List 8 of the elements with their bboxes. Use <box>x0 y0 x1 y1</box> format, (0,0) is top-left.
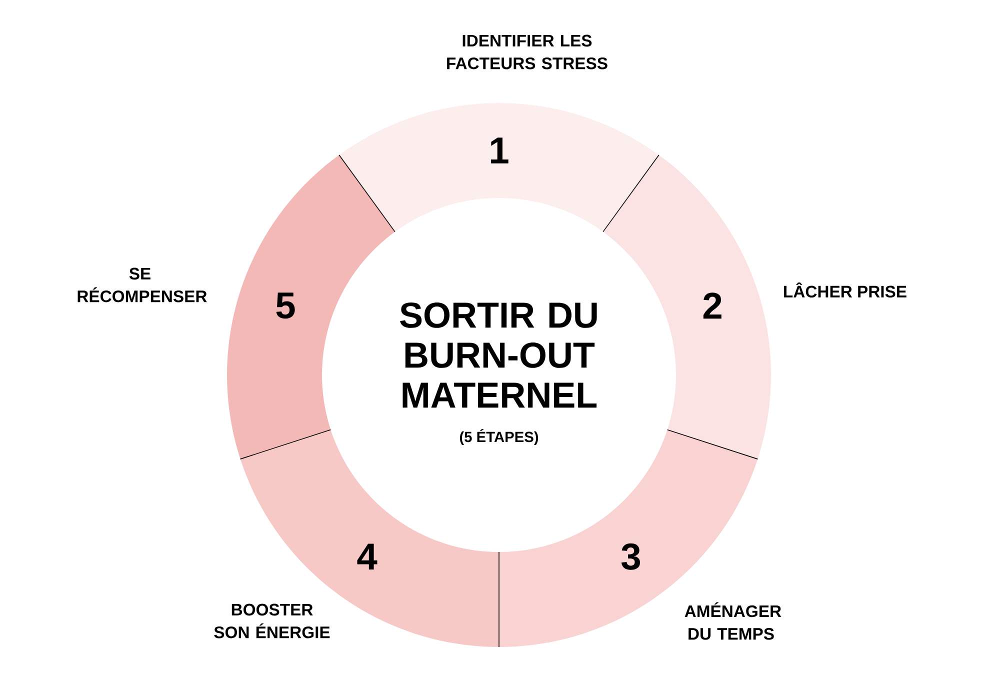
step-label: LÂCHER PRISE <box>784 282 906 298</box>
center-title: SORTIR DU BURN-OUT MATERNEL <box>400 302 597 408</box>
step-label: IDENTIFIER LES FACTEURS STRESS <box>447 34 608 70</box>
ring-segment: 5 <box>227 154 395 460</box>
ring-segment: 1 <box>339 103 659 232</box>
step-label: SE RÉCOMPENSER <box>78 268 207 302</box>
ring-segment: 2 <box>603 154 771 460</box>
step-label: AMÉNAGER DU TEMPS <box>684 602 782 640</box>
